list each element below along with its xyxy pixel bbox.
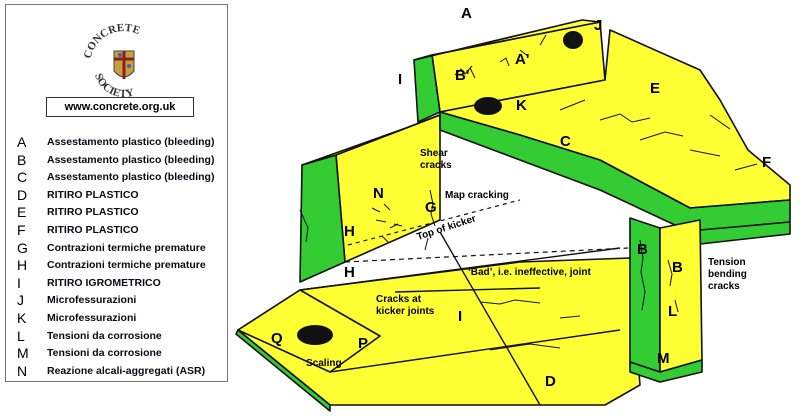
website-url[interactable]: www.concrete.org.uk xyxy=(46,97,194,117)
label-bending: bending xyxy=(708,269,747,280)
wall-left-face xyxy=(299,154,346,283)
label-kicker-joints: kicker joints xyxy=(376,306,435,317)
label-shear: Shear xyxy=(420,148,448,159)
legend-description: Assestamento plastico (bleeding) xyxy=(47,153,215,166)
legend-description: Assestamento plastico (bleeding) xyxy=(47,171,215,184)
legend-panel: CONCRETE SOCIETY www.concrete.org.uk A As… xyxy=(5,4,228,382)
concrete-society-logo: CONCRETE SOCIETY xyxy=(82,22,142,100)
legend-key: C xyxy=(17,169,28,186)
letter-k: K xyxy=(516,97,527,114)
letter-j: J xyxy=(594,17,602,34)
letter-a-wall: A' xyxy=(515,51,529,68)
letter-a-top: A xyxy=(461,5,472,22)
letter-e: E xyxy=(650,80,660,97)
legend-row: H Contrazioni termiche premature xyxy=(6,257,229,274)
letter-p: P xyxy=(358,335,368,352)
legend-description: Reazione alcali-aggregati (ASR) xyxy=(47,364,206,377)
legend-description: RITIRO PLASTICO xyxy=(47,224,139,236)
legend-key: B xyxy=(17,151,27,168)
legend-key: H xyxy=(17,257,28,274)
legend-key: D xyxy=(17,186,28,203)
letter-i-left: I xyxy=(398,71,402,88)
label-scaling: Scaling xyxy=(306,358,342,369)
legend-key: F xyxy=(17,222,26,238)
legend-description: Contrazioni termiche premature xyxy=(47,259,206,272)
legend-row: F RITIRO PLASTICO xyxy=(6,222,229,239)
upstand-top xyxy=(413,19,601,61)
letter-b-col-front: B xyxy=(637,241,648,258)
legend-description: Tensioni da corrosione xyxy=(47,347,162,360)
legend-row: I RITIRO IGROMETRICO xyxy=(6,275,229,292)
legend-description: RITIRO PLASTICO xyxy=(47,188,139,201)
legend-row: D RITIRO PLASTICO xyxy=(6,187,229,204)
legend-description: Microfessurazioni xyxy=(47,294,137,307)
letter-q: Q xyxy=(271,330,283,347)
label-cracks-at: Cracks at xyxy=(376,294,422,305)
legend-row: L Tensioni da corrosione xyxy=(6,328,229,345)
column-base xyxy=(629,359,703,383)
legend-row: C Assestamento plastico (bleeding) xyxy=(6,169,229,186)
legend-key: I xyxy=(17,274,21,291)
crack-blob-k xyxy=(474,97,502,115)
label-map-cracking: Map cracking xyxy=(445,190,509,201)
legend-key: L xyxy=(17,327,25,344)
letter-g: G xyxy=(425,199,437,216)
letter-h-upper: H xyxy=(344,223,355,240)
label-shear-2: cracks xyxy=(420,160,452,171)
legend-description: Assestamento plastico (bleeding) xyxy=(47,136,215,148)
legend-row: G Contrazioni termiche premature xyxy=(6,240,229,257)
legend-key: J xyxy=(17,292,24,309)
legend-row: N Reazione alcali-aggregati (ASR) xyxy=(6,363,229,380)
scaling-blob xyxy=(297,325,333,345)
legend-row: K Microfessurazioni xyxy=(6,310,229,327)
legend-row: B Assestamento plastico (bleeding) xyxy=(6,152,229,169)
legend-description: RITIRO IGROMETRICO xyxy=(47,276,161,289)
crack-blob-j xyxy=(563,31,583,49)
label-cracks-3: cracks xyxy=(708,281,740,292)
letter-m: M xyxy=(657,350,670,367)
legend-key: K xyxy=(17,310,27,326)
letter-f: F xyxy=(762,154,771,171)
letter-b-wall: B' xyxy=(455,67,469,84)
legend-description: Contrazioni termiche premature xyxy=(47,241,206,254)
label-tension: Tension xyxy=(708,257,746,268)
label-bad-joint: ‘Bad’, i.e. ineffective, joint xyxy=(468,267,591,278)
floor-slab-front xyxy=(235,329,331,412)
legend-row: J Microfessurazioni xyxy=(6,292,229,309)
legend-row: M Tensioni da corrosione xyxy=(6,345,229,362)
legend-key: A xyxy=(17,134,27,150)
legend-row: A Assestamento plastico (bleeding) xyxy=(6,134,229,151)
letter-c: C xyxy=(560,133,571,150)
legend-description: Microfessurazioni xyxy=(47,312,137,324)
legend-key: M xyxy=(17,345,29,362)
legend-key: G xyxy=(17,239,28,256)
legend-description: Tensioni da corrosione xyxy=(47,329,162,342)
legend-key: N xyxy=(17,362,28,379)
letter-l: L xyxy=(668,303,677,320)
legend-row: E RITIRO PLASTICO xyxy=(6,204,229,221)
letter-b-col-side: B xyxy=(672,259,683,276)
legend-description: RITIRO PLASTICO xyxy=(47,206,139,219)
letter-i-floor: I xyxy=(458,308,462,325)
legend-key: E xyxy=(17,204,27,221)
letter-h-lower: H xyxy=(344,264,355,281)
letter-d: D xyxy=(545,373,556,390)
letter-n: N xyxy=(373,185,384,202)
